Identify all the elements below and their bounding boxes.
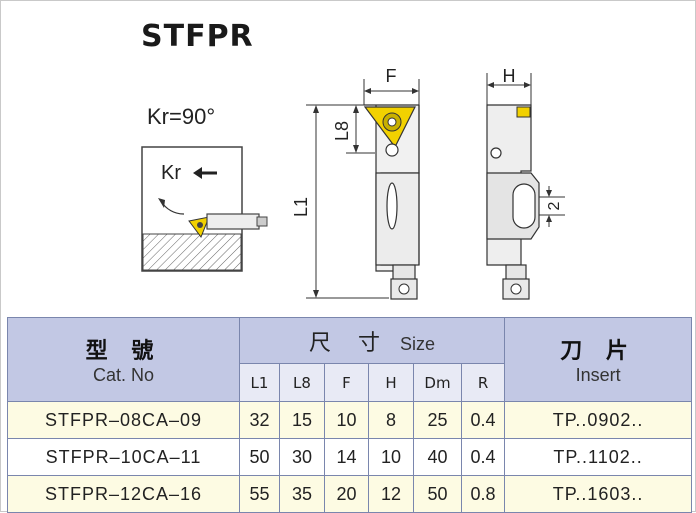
table-row: STFPR–12CA–16 55 35 20 12 50 0.8 TP..160… (7, 475, 693, 513)
L8-cell: 15 (279, 401, 325, 439)
insert-header: 刀 片 Insert (504, 317, 693, 402)
insert-cell: TP..1603.. (504, 475, 693, 513)
H-cell: 10 (368, 438, 414, 476)
col-header-R: R (460, 363, 506, 402)
arrow-left-icon (193, 167, 217, 179)
spec-table: 型 號 Cat. No 尺 寸 Size 刀 片 Insert L1 L8 F H… (7, 317, 693, 513)
cat-no-header-cn: 型 號 (85, 339, 162, 364)
col-header-Dm: Dm (413, 363, 462, 402)
L8-cell: 30 (279, 438, 325, 476)
F-cell: 14 (324, 438, 369, 476)
dim-2-label: 2 (546, 201, 563, 210)
R-cell: 0.4 (460, 438, 506, 476)
workpiece-hatch (142, 233, 242, 271)
Dm-cell: 50 (413, 475, 462, 513)
col-header-L8: L8 (279, 363, 325, 402)
L8-cell: 35 (279, 475, 325, 513)
Dm-cell: 40 (413, 438, 462, 476)
insert-edge-yellow (516, 106, 531, 118)
kr-schematic-label: Kr (161, 162, 181, 184)
L1-cell: 50 (239, 438, 280, 476)
cat-no-header: 型 號 Cat. No (7, 317, 240, 402)
L1-cell: 32 (239, 401, 280, 439)
col-header-H: H (368, 363, 414, 402)
L1-cell: 55 (239, 475, 280, 513)
technical-drawing-area: STFPR Kr=90° Kr (1, 1, 696, 317)
size-header-cn: 尺 寸 (309, 330, 391, 356)
size-header: 尺 寸 Size (238, 317, 506, 364)
cat-no-cell: STFPR–10CA–11 (7, 438, 240, 476)
cat-no-header-en: Cat. No (92, 365, 155, 385)
dim-L1-label: L1 (291, 197, 311, 217)
col-header-L1: L1 (239, 363, 280, 402)
R-cell: 0.4 (460, 401, 506, 439)
cat-no-cell: STFPR–08CA–09 (7, 401, 240, 439)
col-header-F: F (324, 363, 369, 402)
insert-header-en: Insert (575, 365, 621, 385)
kr-schematic: Kr (141, 146, 268, 272)
H-cell: 12 (368, 475, 414, 513)
tool-drawing: Kr F (141, 66, 565, 300)
F-cell: 20 (324, 475, 369, 513)
insert-cell: TP..1102.. (504, 438, 693, 476)
table-row: STFPR–08CA–09 32 15 10 8 25 0.4 TP..0902… (7, 401, 693, 439)
H-cell: 8 (368, 401, 414, 439)
size-header-en: Size (400, 333, 436, 354)
insert-header-cn: 刀 片 (560, 339, 636, 364)
dim-F-label: F (386, 66, 397, 86)
table-row: STFPR–10CA–11 50 30 14 10 40 0.4 TP..110… (7, 438, 693, 476)
dim-L8-label: L8 (332, 121, 352, 141)
cat-no-cell: STFPR–12CA–16 (7, 475, 240, 513)
front-view: F L1 (291, 66, 420, 300)
Dm-cell: 25 (413, 401, 462, 439)
kr-angle-label: Kr=90° (147, 104, 216, 129)
R-cell: 0.8 (460, 475, 506, 513)
insert-cell: TP..0902.. (504, 401, 693, 439)
F-cell: 10 (324, 401, 369, 439)
product-title: STFPR (141, 19, 254, 54)
dim-H-label: H (503, 66, 516, 86)
side-view: H 2 (486, 66, 565, 300)
toolbar-mini (206, 213, 260, 230)
